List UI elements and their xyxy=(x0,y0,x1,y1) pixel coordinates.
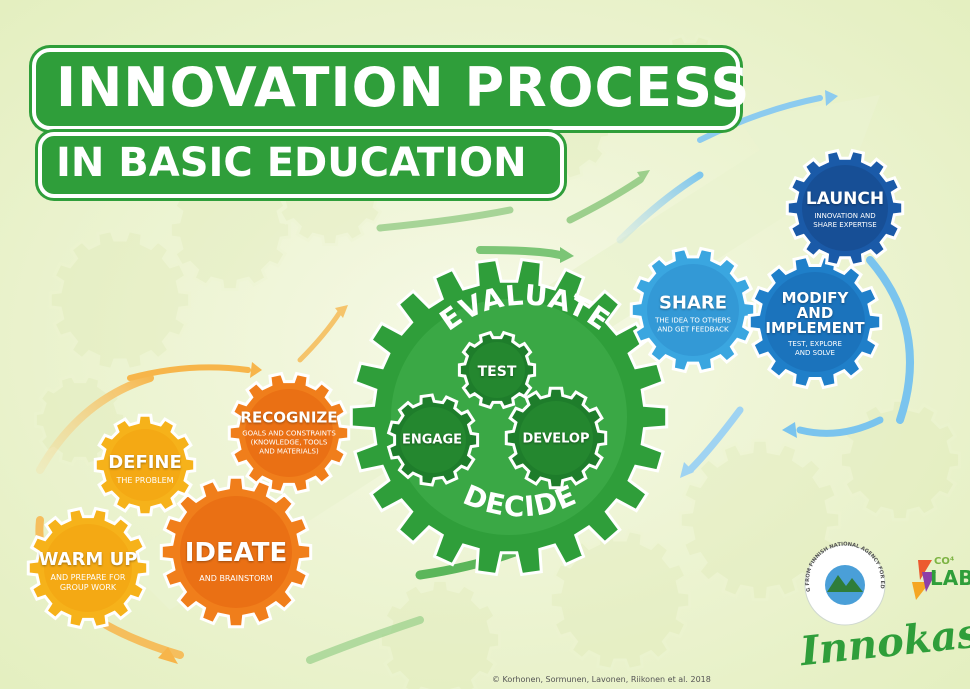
warm-up-gear xyxy=(26,506,150,630)
arrow-orange-3 xyxy=(297,309,343,363)
develop-label: DEVELOP xyxy=(522,433,589,446)
define-label: DEFINE THE PROBLEM xyxy=(108,454,182,486)
modify-subtitle-2: AND SOLVE xyxy=(795,348,835,357)
ideate-title: IDEATE xyxy=(184,538,288,568)
background-gear-body xyxy=(838,398,962,522)
background-gear-body xyxy=(548,528,692,672)
engage-gear-hub xyxy=(400,407,466,473)
test-label: TEST xyxy=(478,365,517,379)
recognize-subtitle-3: AND MATERIALS) xyxy=(259,446,319,455)
background-gear xyxy=(548,528,692,672)
define-subtitle: THE PROBLEM xyxy=(116,476,174,485)
modify-implement-gear-hub xyxy=(765,272,865,372)
co4-lab-logo-mark xyxy=(912,560,936,600)
define-gear-hub xyxy=(109,429,181,501)
modify-title-2: AND xyxy=(796,303,834,322)
share-subtitle-2: AND GET FEEDBACK xyxy=(657,325,729,333)
background-gear-body xyxy=(378,578,502,689)
share-gear-hub xyxy=(647,264,739,356)
warm-up-gear-hub xyxy=(44,524,132,612)
launch-subtitle-1: INNOVATION AND xyxy=(814,211,876,220)
define-title: DEFINE xyxy=(108,452,182,473)
launch-gear xyxy=(785,148,905,268)
develop-gear-hub xyxy=(519,401,593,475)
engage-title: ENGAGE xyxy=(401,432,463,448)
ideate-label: IDEATE AND BRAINSTORM xyxy=(185,540,288,584)
modify-subtitle-1: TEST, EXPLORE xyxy=(788,339,842,348)
arrow-orange-1 xyxy=(36,374,154,474)
launch-gear-hub xyxy=(802,165,888,251)
warm-up-subtitle-1: AND PREPARE FOR xyxy=(50,573,126,582)
arrow-green-3 xyxy=(376,206,514,232)
share-subtitle-1: THE IDEA TO OTHERS xyxy=(655,316,731,325)
arrow-orange-2 xyxy=(127,364,251,381)
define-gear xyxy=(93,413,197,517)
recognize-subtitle-1: GOALS AND CONSTRAINTS xyxy=(242,429,336,438)
ideate-subtitle: AND BRAINSTORM xyxy=(199,574,273,583)
recognize-subtitle-2: (KNOWLEDGE, TOOLS xyxy=(250,438,328,447)
modify-title-3: IMPLEMENT xyxy=(765,318,865,337)
arrow-blue-2 xyxy=(697,95,823,143)
title-line-1: INNOVATION PROCESS xyxy=(56,56,751,119)
engage-label: ENGAGE xyxy=(402,434,462,447)
arrow-blue-5 xyxy=(686,406,744,474)
recognize-title: RECOGNIZE xyxy=(240,408,338,427)
ideate-gear-hub xyxy=(180,496,292,608)
background-gear-body xyxy=(48,228,192,372)
background-gear xyxy=(678,438,842,602)
arrow-green-4 xyxy=(476,246,564,259)
test-gear-hub xyxy=(469,342,525,398)
warm-up-title: WARM UP xyxy=(38,549,138,570)
test-title: TEST xyxy=(477,364,517,380)
launch-subtitle-2: SHARE EXPERTISE xyxy=(813,220,877,229)
share-gear xyxy=(629,246,757,374)
warm-up-label: WARM UP AND PREPARE FOR GROUP WORK xyxy=(39,551,138,593)
background-gear xyxy=(48,228,192,372)
ideate-gear xyxy=(159,475,313,629)
arrow-green-1 xyxy=(306,616,424,664)
arrow-blue-4 xyxy=(796,416,884,437)
arrow-blue-1 xyxy=(616,171,704,244)
modify-title-1: MODIFY xyxy=(781,288,849,307)
recognize-label: RECOGNIZE GOALS AND CONSTRAINTS (KNOWLED… xyxy=(240,410,337,455)
develop-gear xyxy=(504,386,608,490)
share-title: SHARE xyxy=(658,292,728,314)
engage-gear xyxy=(386,393,480,487)
modify-implement-label: MODIFY AND IMPLEMENT TEST, EXPLORE AND S… xyxy=(765,288,865,358)
background-gear xyxy=(378,578,502,689)
recognize-gear-hub xyxy=(245,389,333,477)
background-gear-body xyxy=(678,438,842,602)
co4-logo-text: CO⁴ xyxy=(934,556,955,567)
copyright-credit: © Korhonen, Sormunen, Lavonen, Riikonen … xyxy=(492,675,711,684)
share-label: SHARE THE IDEA TO OTHERS AND GET FEEDBAC… xyxy=(655,294,731,334)
title-line-1-box: INNOVATION PROCESS xyxy=(32,48,749,130)
gear-layer xyxy=(26,148,905,630)
title-line-2-box: IN BASIC EDUCATION xyxy=(38,132,564,198)
arrow-green-5 xyxy=(566,176,644,224)
launch-title: LAUNCH xyxy=(805,188,885,209)
title-line-2: IN BASIC EDUCATION xyxy=(56,140,527,186)
arrow-blue-3 xyxy=(866,256,914,424)
modify-implement-gear xyxy=(747,254,883,390)
test-gear xyxy=(457,330,537,410)
develop-title: DEVELOP xyxy=(522,431,590,447)
recognize-gear xyxy=(227,371,351,495)
background-gear xyxy=(838,398,962,522)
lab-logo-text: LAB xyxy=(930,566,970,590)
warm-up-subtitle-2: GROUP WORK xyxy=(59,583,117,592)
launch-label: LAUNCH INNOVATION AND SHARE EXPERTISE xyxy=(805,188,885,230)
